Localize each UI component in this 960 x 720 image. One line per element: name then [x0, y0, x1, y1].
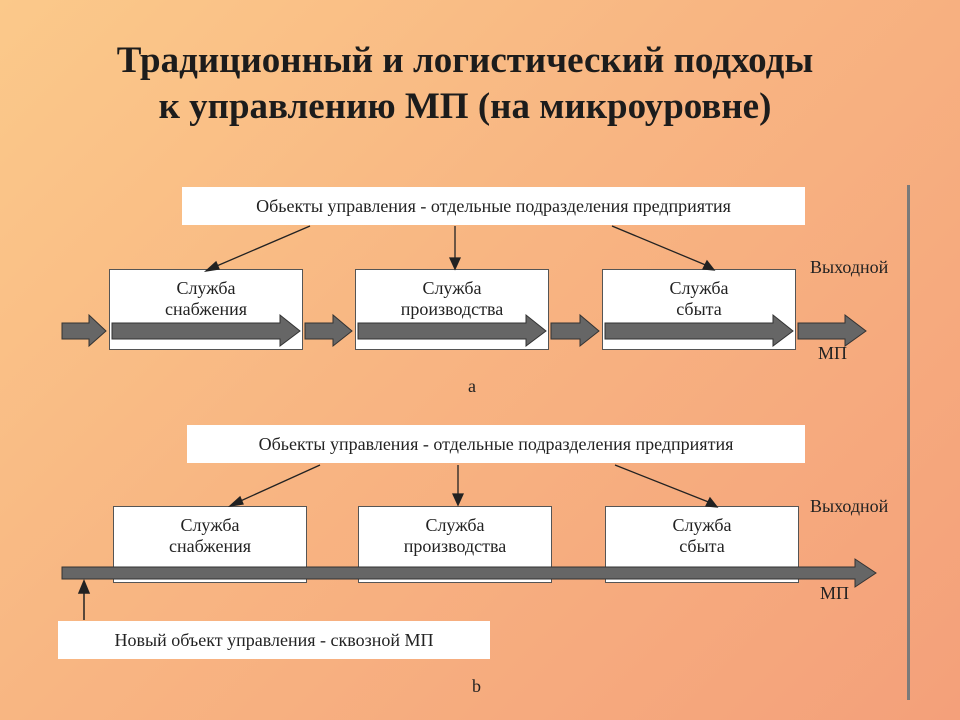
diagram-a-output-label-bottom: МП [818, 343, 848, 363]
divider-line [907, 185, 910, 700]
title-line-2: к управлению МП (на микроуровне) [158, 86, 772, 127]
dept-label-line1: Служба [422, 278, 482, 298]
dept-label-line2: производства [400, 299, 504, 319]
dept-label-line1: Служба [425, 515, 485, 535]
diagram-b-output-label-bottom: МП [820, 583, 850, 603]
dept-label-line1: Служба [176, 278, 236, 298]
diagram-b-output-label-top: Выходной [810, 496, 889, 516]
flow-arrow-between-1 [304, 313, 353, 348]
flow-arrow-in [61, 313, 107, 348]
dept-label-line2: сбыта [679, 536, 725, 556]
diagram-a-flow-arrows [61, 313, 867, 348]
flow-arrow-supply [111, 313, 301, 347]
flow-arrow-production [357, 313, 547, 347]
diagram-b-pointer-arrows [227, 464, 719, 508]
diagram-b-bottom-label: Новый объект управления - сквозной МП [58, 621, 490, 659]
slide-title: Традиционный и логистический подходы к у… [0, 38, 930, 130]
diagram-b-caption: b [472, 676, 481, 696]
dept-label-line2: сбыта [676, 299, 722, 319]
flow-arrow-sales [604, 313, 794, 347]
dept-label-line2: снабжения [164, 299, 248, 319]
diagram-a-top-label: Обьекты управления - отдельные подраздел… [182, 187, 805, 225]
dept-label-line2: снабжения [168, 536, 252, 556]
dept-label-line1: Служба [180, 515, 240, 535]
diagram-a-caption: a [468, 376, 476, 396]
flow-arrow-between-2 [550, 313, 600, 348]
diagram-b-top-label: Обьекты управления - отдельные подраздел… [187, 425, 805, 463]
diagram-a-output-label-top: Выходной [810, 257, 889, 277]
dept-label-line2: производства [403, 536, 507, 556]
title-line-1: Традиционный и логистический подходы [116, 40, 814, 81]
diagram-b-up-arrow [77, 579, 91, 620]
dept-label-line1: Служба [672, 515, 732, 535]
dept-label-line1: Служба [669, 278, 729, 298]
diagram-a-pointer-arrows [203, 225, 716, 272]
diagram-b-through-flow-arrow [61, 558, 877, 588]
flow-arrow-out [797, 313, 867, 347]
